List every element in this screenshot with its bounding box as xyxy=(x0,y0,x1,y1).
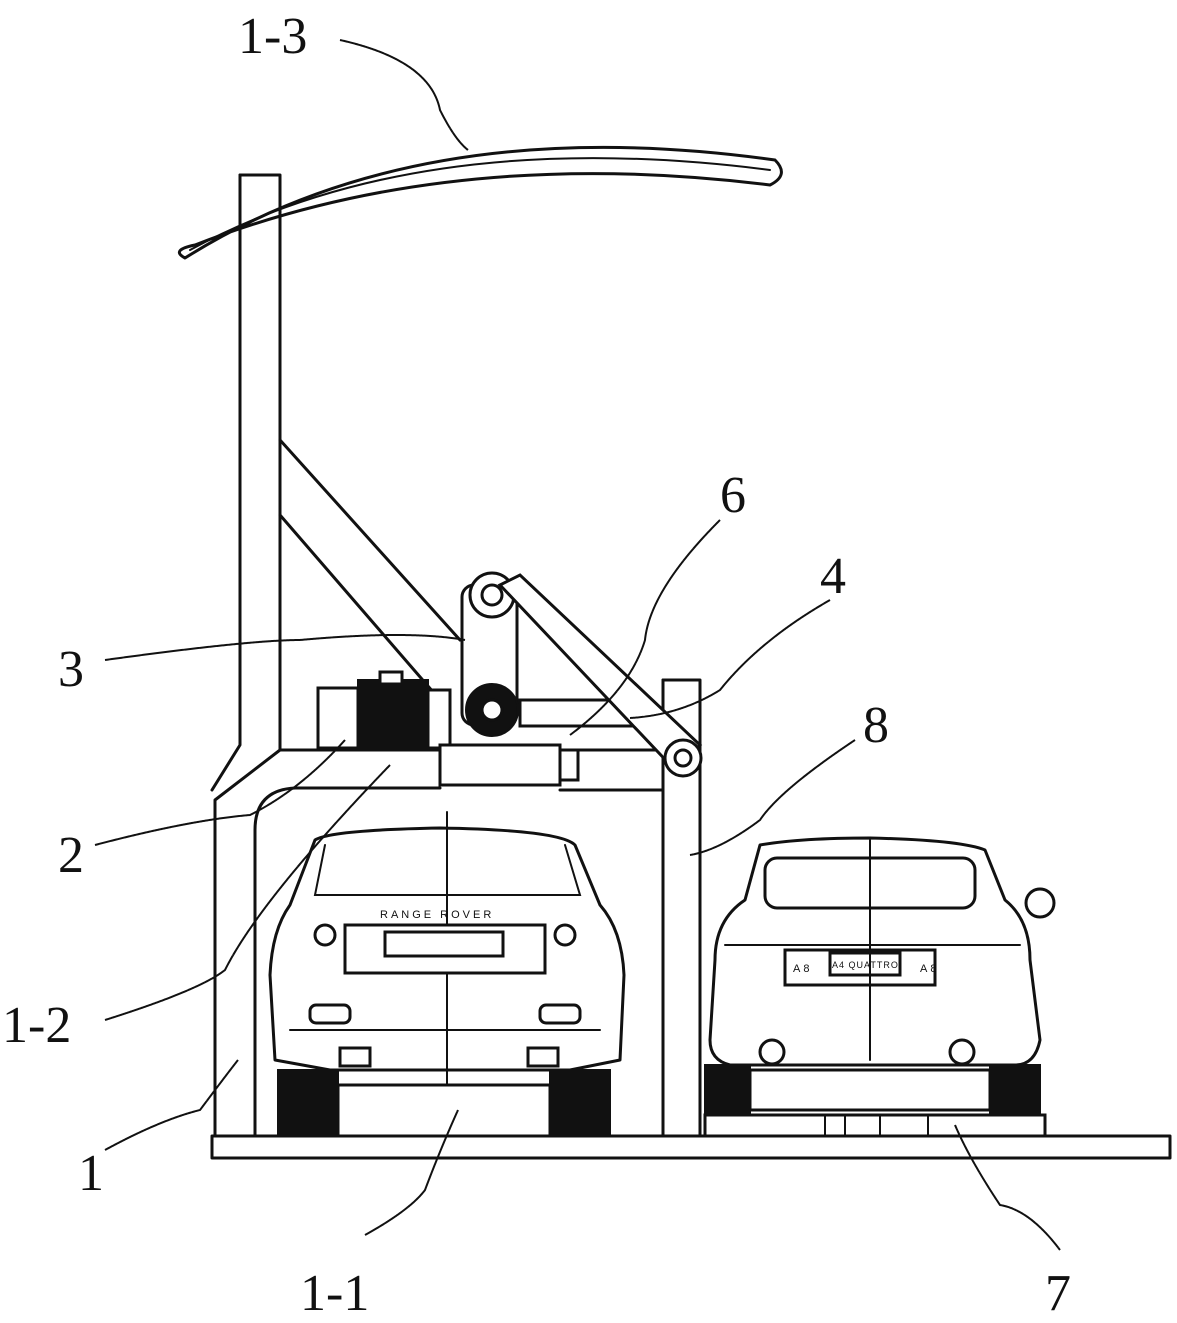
right-platform xyxy=(703,1113,1047,1138)
label-1: 1 xyxy=(78,1145,104,1202)
label-7: 7 xyxy=(1045,1265,1071,1322)
canopy-cover xyxy=(177,145,783,260)
left-car: RANGE ROVER xyxy=(268,826,626,1138)
left-car-badge: RANGE ROVER xyxy=(380,909,494,921)
label-1-3: 1-3 xyxy=(238,8,307,65)
main-frame xyxy=(210,173,702,1138)
right-car-badge-right: A8 xyxy=(920,963,939,975)
right-car: A8 A4 QUATTRO A8 xyxy=(704,836,1056,1116)
label-1-2: 1-2 xyxy=(2,997,71,1054)
right-car-badge-center: A4 QUATTRO xyxy=(832,960,899,970)
part-labels: 1-3 6 4 3 8 2 1-2 1 1-1 7 xyxy=(2,8,1071,1322)
leader-lines xyxy=(94,39,1061,1251)
right-car-badge-left: A8 xyxy=(793,963,812,975)
label-4: 4 xyxy=(820,548,846,605)
label-1-1: 1-1 xyxy=(300,1265,369,1322)
ground-base xyxy=(210,1134,1172,1160)
lifting-arm xyxy=(438,571,703,1086)
label-2: 2 xyxy=(58,827,84,884)
motor xyxy=(316,670,452,750)
label-6: 6 xyxy=(720,467,746,524)
label-8: 8 xyxy=(863,697,889,754)
label-3: 3 xyxy=(58,641,84,698)
